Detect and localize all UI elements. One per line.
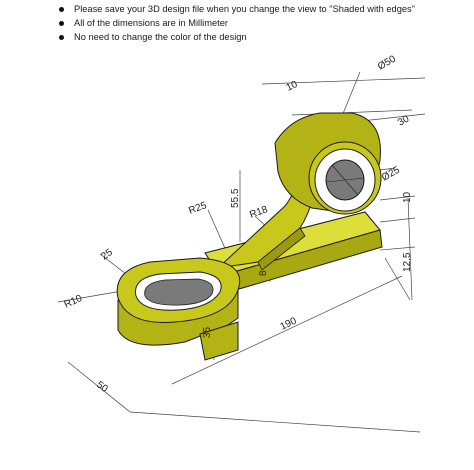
dim-30: 30 bbox=[396, 113, 412, 128]
dim-190: 190 bbox=[279, 316, 299, 333]
dim-diameter-25: Ø25 bbox=[380, 164, 402, 183]
dim-radius-10: R10 bbox=[63, 293, 85, 311]
dim-radius-25: R25 bbox=[187, 200, 208, 217]
upper-boss bbox=[274, 112, 382, 215]
dim-10-side: 10 bbox=[402, 191, 413, 203]
instruction-item: All of the dimensions are in Millimeter bbox=[56, 16, 415, 30]
instruction-item: Please save your 3D design file when you… bbox=[56, 2, 415, 16]
dim-diameter-50: Ø50 bbox=[376, 53, 398, 72]
instruction-item: No need to change the color of the desig… bbox=[56, 30, 415, 44]
dim-10-top: 10 bbox=[285, 79, 300, 94]
dim-radius-18: R18 bbox=[248, 204, 269, 221]
dim-12-5: 12.5 bbox=[402, 252, 413, 272]
dim-35: 35 bbox=[202, 326, 213, 338]
lower-slot-end bbox=[116, 257, 241, 361]
dim-8: 8 bbox=[258, 270, 269, 276]
dim-55-5: 55.5 bbox=[230, 188, 241, 208]
dim-50-bottom: 50 bbox=[94, 379, 110, 395]
dim-25-slot: 25 bbox=[99, 247, 115, 263]
instruction-list: Please save your 3D design file when you… bbox=[56, 2, 415, 44]
